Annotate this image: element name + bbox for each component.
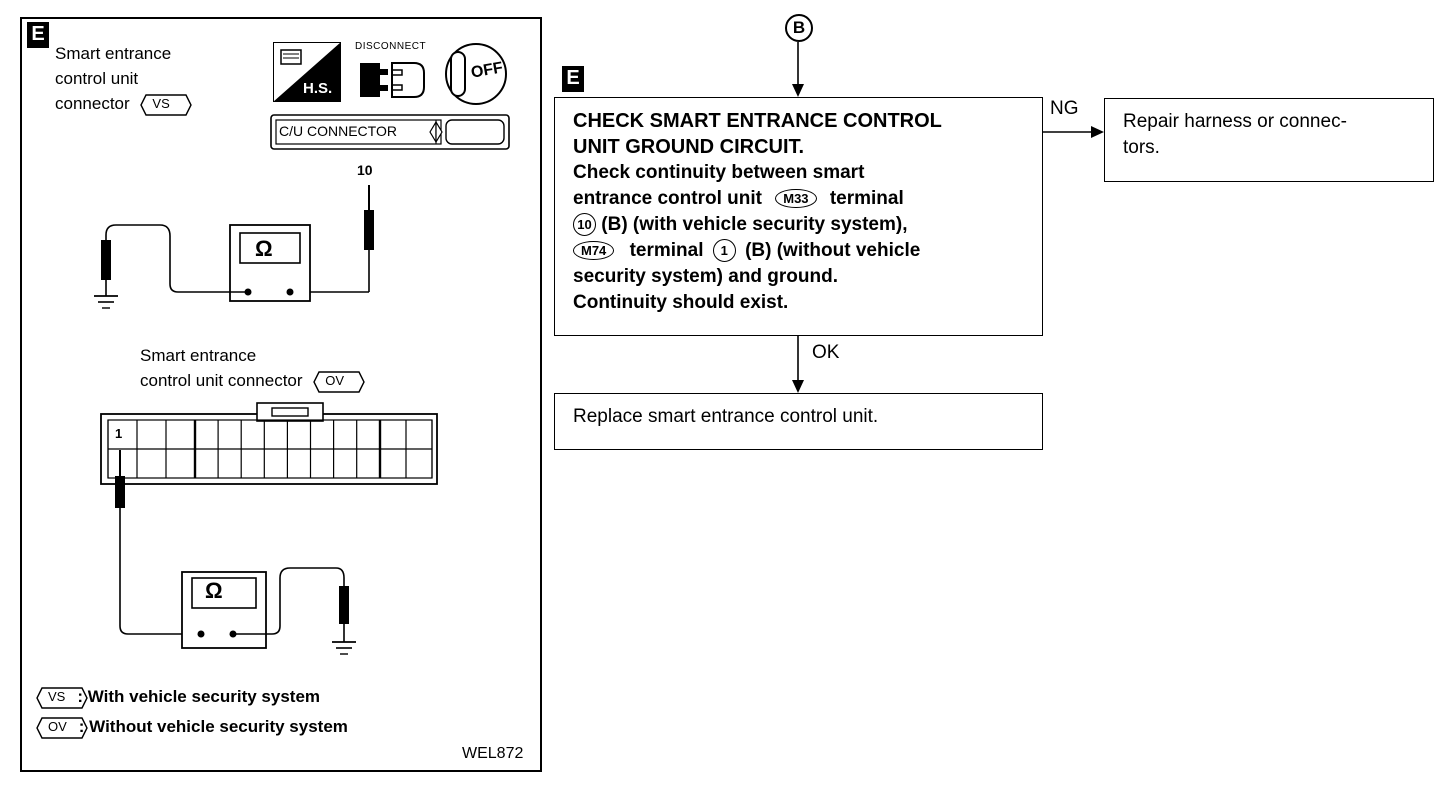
legend-ov: OV : Without vehicle security system [36,715,348,739]
terminal-1-label: 1 [115,426,123,441]
hex-outline-icon [36,717,88,739]
terminal-10-tag: 10 [573,213,596,236]
vs-legend-tag: VS [36,687,88,709]
step-badge-flow: E [562,66,584,92]
terminal-10-label: 10 [357,162,373,178]
connector-label-line2: control unit [55,69,139,88]
start-marker: B [785,14,813,42]
connector-label-line1: Smart entrance [55,44,172,63]
cu-connector-label: C/U CONNECTOR [279,123,397,139]
connector-face-diagram [100,402,438,485]
figure-id: WEL872 [462,745,524,762]
ohmmeter-circuit-bottom [115,450,356,655]
check-step-box: CHECK SMART ENTRANCE CONTROL UNIT GROUND… [554,97,1043,336]
connector2-label-text: control unit connector [140,371,303,390]
ok-result-box: Replace smart entrance control unit. [554,393,1043,450]
check-line3: Check continuity between smart [573,162,865,183]
ignition-off-icon: OFF [443,42,509,106]
check-line8: Continuity should exist. [573,292,789,313]
check-line4: entrance control unit M33 terminal [573,188,904,209]
ov-code-tag: OV [313,371,366,393]
disconnect-connector-icon [360,62,425,98]
hex-outline-icon [140,94,193,116]
legend-ov-text: : Without vehicle security system [78,717,348,736]
hex-outline-icon [36,687,88,709]
ok-result-text: Replace smart entrance control unit. [573,406,879,427]
hex-outline-icon [313,371,366,393]
check-title-line2: UNIT GROUND CIRCUIT. [573,136,805,158]
ov-legend-tag: OV [36,717,88,739]
check-line7: security system) and ground. [573,266,839,287]
disconnect-label: DISCONNECT [355,41,427,52]
connector-label-line3: connector VS [55,92,193,116]
check-line6: M74 terminal 1 (B) (without vehicle [573,238,1042,264]
check-title-line1: CHECK SMART ENTRANCE CONTROL [573,110,942,132]
connector2-label-line2: control unit connector OV [140,369,366,393]
ohm-symbol-top: Ω [255,236,273,261]
ng-label: NG [1050,98,1079,119]
legend-vs: VS : With vehicle security system [36,685,320,709]
connector2-label-line1: Smart entrance [140,346,257,365]
ng-result-line2: tors. [1123,137,1160,158]
check-line5: 10 (B) (with vehicle security system), [573,212,1042,238]
cu-connector-icon [270,114,510,150]
connector-label-text: connector [55,94,130,113]
ohm-symbol-bottom: Ω [205,578,223,603]
vs-code-tag: VS [140,94,193,116]
connector-m33-tag: M33 [775,189,817,208]
ok-label: OK [812,342,840,363]
ng-result-line1: Repair harness or connec- [1123,111,1347,132]
connector-m74-tag: M74 [573,241,615,260]
ng-result-box: Repair harness or connec- tors. [1104,98,1434,182]
terminal-1-tag: 1 [712,239,736,262]
step-badge-left: E [27,22,49,48]
harness-side-icon: H.S. [272,41,342,103]
legend-vs-text: : With vehicle security system [77,687,321,706]
ohmmeter-circuit-top [94,185,374,309]
